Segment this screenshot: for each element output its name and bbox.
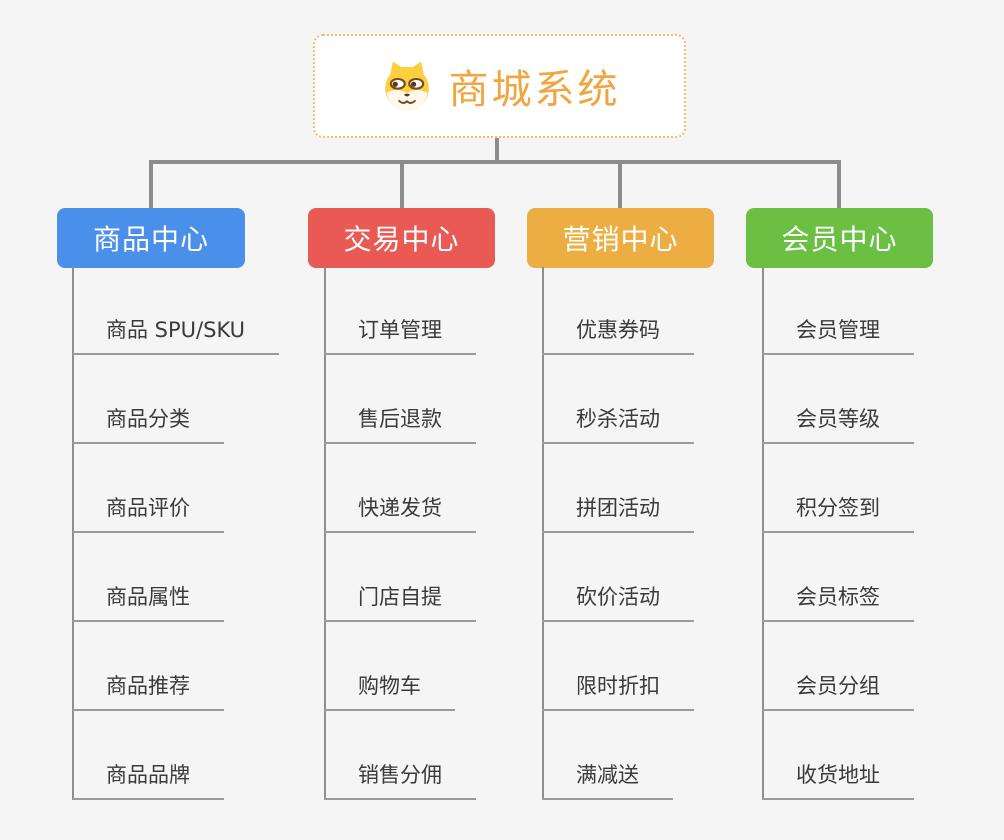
leaf-node[interactable]: 砍价活动 [542,583,694,622]
connector-drop-branch-3 [837,160,841,210]
leaf-node[interactable]: 收货地址 [762,761,914,800]
connector-spine-trade-center [324,267,326,800]
connector-drop-branch-1 [400,160,404,210]
branch-label: 商品中心 [92,223,209,256]
branch-node-trade-center[interactable]: 交易中心 [308,208,495,268]
leaf-node[interactable]: 拼团活动 [542,494,694,533]
connector-root-stub [495,138,499,162]
leaf-node[interactable]: 优惠券码 [542,316,694,355]
branch-node-member-center[interactable]: 会员中心 [746,208,933,268]
leaf-node[interactable]: 会员等级 [762,405,914,444]
branch-label: 会员中心 [781,223,898,256]
leaf-node[interactable]: 商品属性 [72,583,224,622]
leaf-node[interactable]: 会员分组 [762,672,914,711]
connector-drop-branch-2 [618,160,622,210]
connector-bus [149,160,841,164]
connector-spine-product-center [72,267,74,800]
root-title: 商城系统 [448,67,621,113]
branch-label: 营销中心 [562,223,679,256]
leaf-node[interactable]: 快递发货 [324,494,476,533]
leaf-node[interactable]: 限时折扣 [542,672,694,711]
leaf-node[interactable]: 订单管理 [324,316,476,355]
root-node-mall-system[interactable]: 商城系统 [313,34,686,138]
leaf-node[interactable]: 门店自提 [324,583,476,622]
leaf-node[interactable]: 商品分类 [72,405,224,444]
shiba-dog-icon [384,61,429,111]
connector-spine-marketing-center [542,267,544,800]
connector-drop-branch-0 [149,160,153,210]
leaf-node[interactable]: 秒杀活动 [542,405,694,444]
branch-label: 交易中心 [343,223,460,256]
branch-node-product-center[interactable]: 商品中心 [57,208,245,268]
leaf-node[interactable]: 销售分佣 [324,761,476,800]
leaf-node[interactable]: 会员管理 [762,316,914,355]
leaf-node[interactable]: 会员标签 [762,583,914,622]
leaf-node[interactable]: 满减送 [542,761,673,800]
leaf-node[interactable]: 售后退款 [324,405,476,444]
leaf-node[interactable]: 积分签到 [762,494,914,533]
leaf-node[interactable]: 商品评价 [72,494,224,533]
leaf-node[interactable]: 购物车 [324,672,455,711]
leaf-node[interactable]: 商品推荐 [72,672,224,711]
connector-spine-member-center [762,267,764,800]
leaf-node[interactable]: 商品品牌 [72,761,224,800]
branch-node-marketing-center[interactable]: 营销中心 [527,208,714,268]
leaf-node[interactable]: 商品 SPU/SKU [72,316,280,355]
